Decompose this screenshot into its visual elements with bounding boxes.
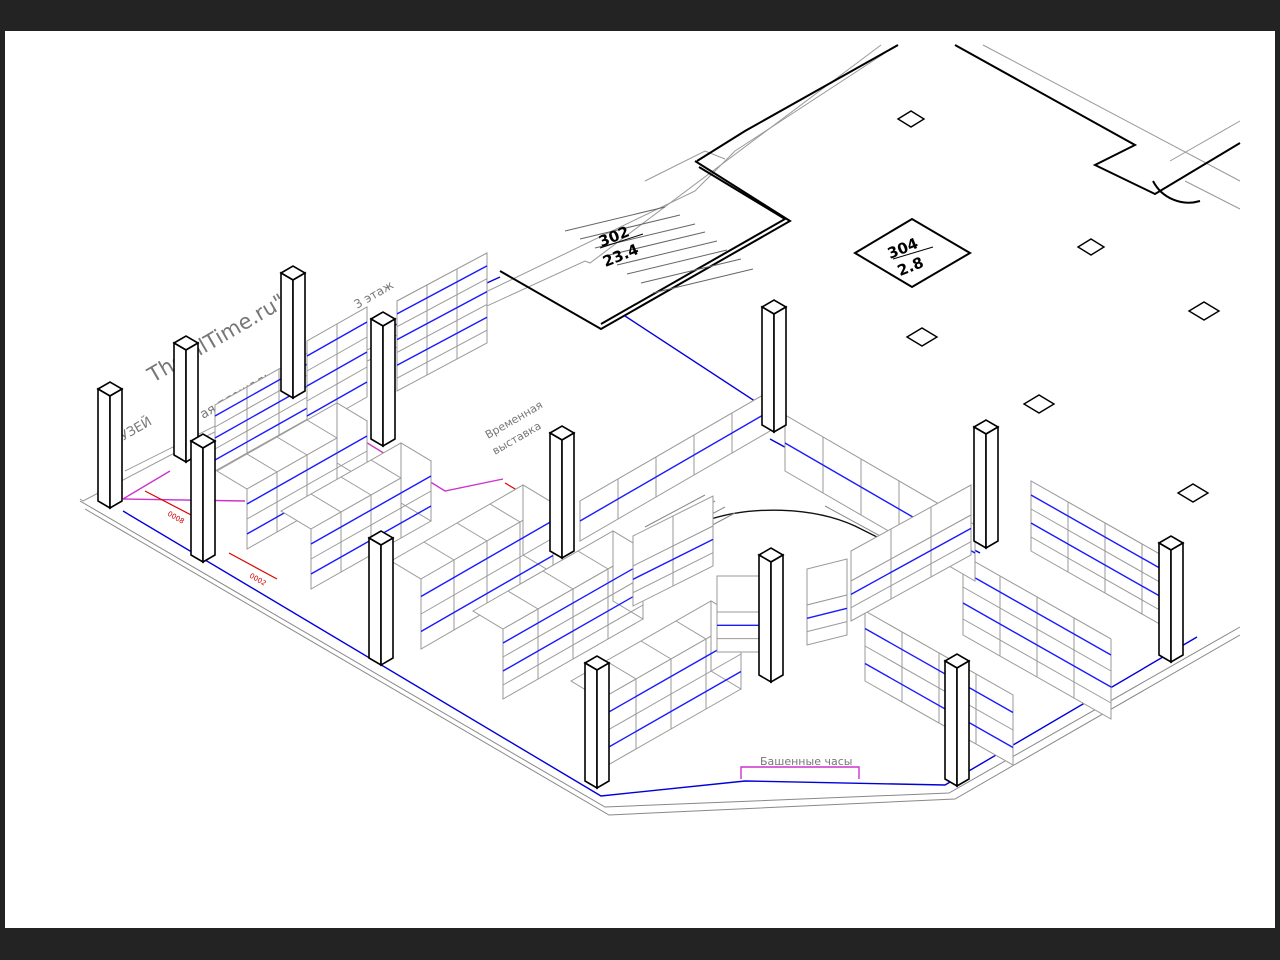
display-shelving [214, 252, 1180, 770]
pillar-4 [279, 265, 307, 400]
ceiling-fixtures [896, 110, 1221, 503]
pillar-9 [583, 655, 611, 790]
dimension-2: 0002 [248, 572, 267, 588]
counter-segment-3 [806, 558, 848, 646]
room-tag-304: 304 2.8 [853, 217, 972, 289]
room-tag-302: 302 23.4 [596, 222, 644, 271]
shelf-block-5 [280, 442, 432, 590]
pillar-6 [367, 530, 395, 667]
pillar-12 [972, 419, 1000, 550]
pillar-13 [1157, 535, 1185, 664]
pillar-1 [96, 381, 124, 510]
shelf-block-3 [396, 252, 488, 392]
shelf-block-10 [962, 554, 1112, 720]
clock-label: Башенные часы [760, 755, 852, 768]
counter-segment-4 [850, 484, 972, 622]
pillar-3 [189, 433, 217, 564]
pillar-8 [760, 299, 788, 434]
structural-pillars [96, 265, 1185, 790]
pillar-2 [172, 335, 200, 464]
isometric-floor-plan: 302 23.4 304 2.8 [79, 44, 1241, 816]
partitions [122, 422, 860, 779]
shelf-block-12 [579, 390, 771, 542]
counter-segment-1 [632, 495, 714, 607]
shelf-block-7 [472, 530, 644, 700]
pillar-7 [548, 425, 576, 560]
pillar-5 [369, 311, 397, 448]
shelf-block-2 [306, 306, 368, 432]
floor-label: 3 этаж [352, 278, 397, 312]
structural-walls [499, 44, 1241, 331]
pillar-10 [757, 547, 785, 684]
shelf-block-4 [216, 402, 368, 550]
counter-segment-2 [716, 575, 760, 653]
drawing-sheet: 302 23.4 304 2.8 [5, 31, 1275, 928]
staircase-302 [564, 206, 754, 294]
dimension-1: 0008 [166, 510, 185, 526]
pillar-11 [943, 653, 971, 788]
shelf-block-11 [1030, 480, 1180, 636]
